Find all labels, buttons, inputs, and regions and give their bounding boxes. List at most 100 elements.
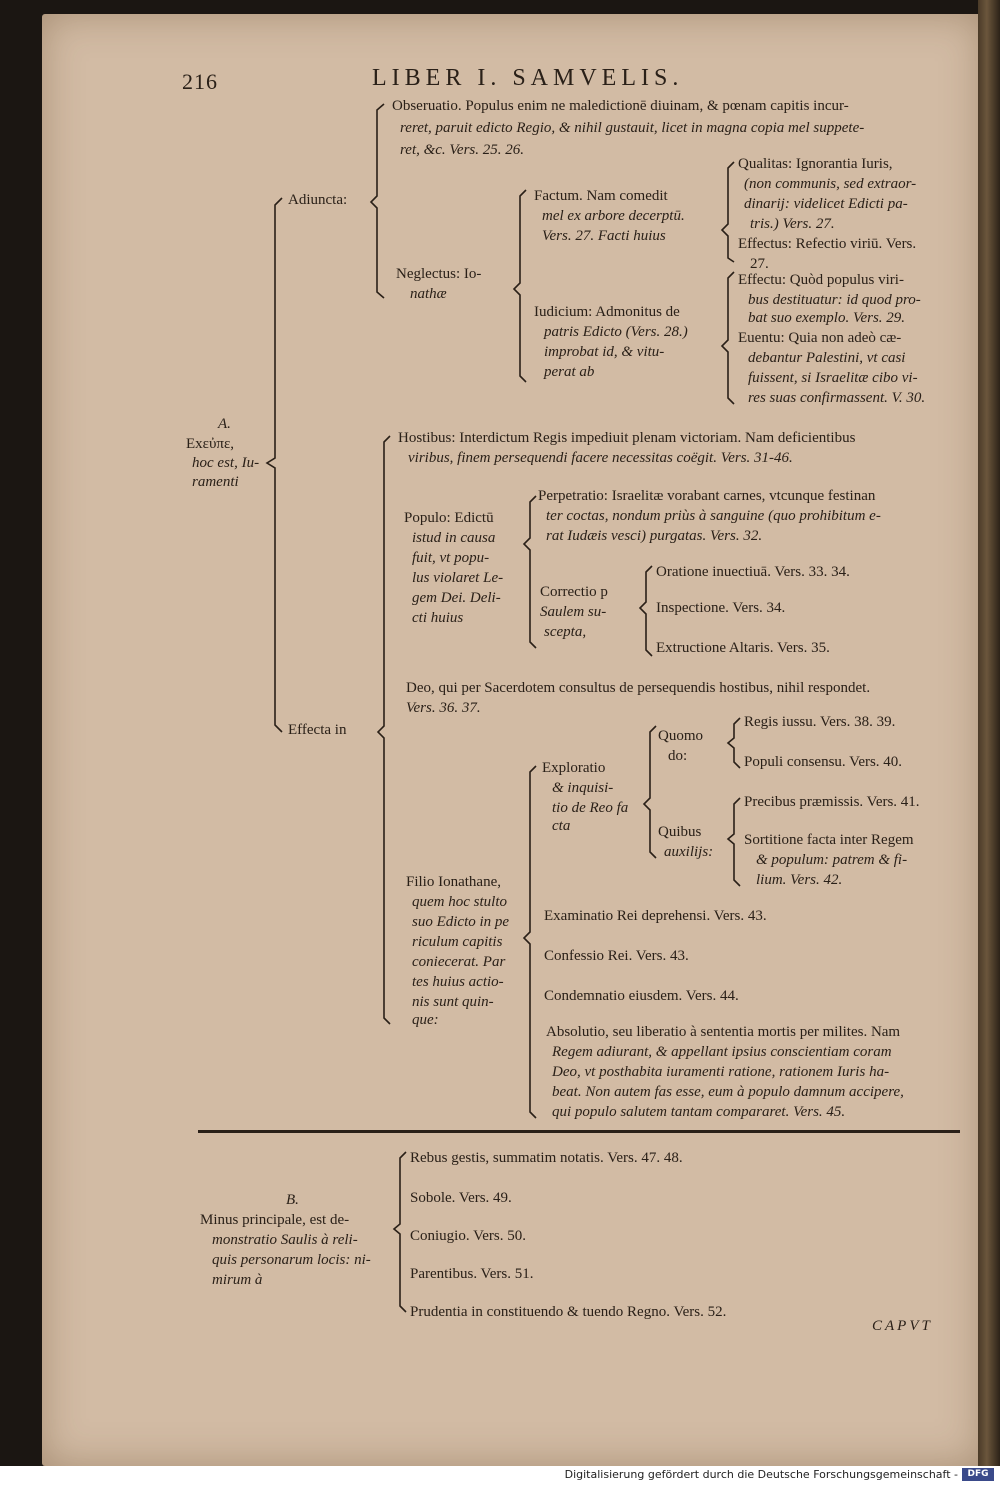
section-b-title-line2: monstratio Saulis à reli- <box>212 1232 358 1248</box>
catchword: CAPVT <box>872 1318 933 1334</box>
iudicium-line3: improbat id, & vitu- <box>544 344 665 360</box>
absolutio-line2: Regem adiurant, & appellant ipsius consc… <box>552 1044 892 1060</box>
absolutio-line3: Deo, vt posthabita iuramenti ratione, ra… <box>552 1064 890 1080</box>
effecta-label: Effecta in <box>288 722 347 738</box>
section-b-title-line4: mirum à <box>212 1272 263 1288</box>
perpetratio-line2: ter coctas, nondum priùs à sanguine (quo… <box>546 508 881 524</box>
filio-line1: Filio Ionathane, <box>406 874 501 890</box>
adiuncta-label: Adiuncta: <box>288 192 348 208</box>
effectu-line1: Effectu: Quòd populus viri- <box>738 272 904 288</box>
populo-line2: istud in causa <box>412 530 496 546</box>
iudicium-line2: patris Edicto (Vers. 28.) <box>544 324 688 340</box>
qualitas-line4: tris.) Vers. 27. <box>750 216 835 232</box>
coniugio: Coniugio. Vers. 50. <box>410 1228 526 1244</box>
filio-line4: riculum capitis <box>412 934 503 950</box>
extructione: Extructione Altaris. Vers. 35. <box>656 640 830 656</box>
digitization-footer: Digitalisierung gefördert durch die Deut… <box>0 1466 1000 1485</box>
section-b-title-line3: quis personarum locis: ni- <box>212 1252 371 1268</box>
qualitas-line3: dinarij: videlicet Edicti pa- <box>744 196 908 212</box>
euentu-line4: res suas confirmassent. V. 30. <box>748 390 926 406</box>
filio-line7: nis sunt quin- <box>412 994 494 1010</box>
factum-line2: mel ex arbore decerptū. <box>542 208 685 224</box>
euentu-line1: Euentu: Quia non adeò cæ- <box>738 330 902 346</box>
book-page <box>42 14 982 1466</box>
prudentia: Prudentia in constituendo & tuendo Regno… <box>410 1304 727 1320</box>
quibus-line2: auxilijs: <box>664 844 714 860</box>
obseruatio-line1: Obseruatio. Populus enim ne maledictionē… <box>392 98 849 114</box>
quibus-line1: Quibus <box>658 824 702 840</box>
section-a-title-line3: ramenti <box>192 474 239 490</box>
condemnatio: Condemnatio eiusdem. Vers. 44. <box>544 988 739 1004</box>
sortitione-line2: & populum: patrem & fi- <box>756 852 908 868</box>
populo-line3: fuit, vt popu- <box>412 550 490 566</box>
absolutio-line1: Absolutio, seu liberatio à sententia mor… <box>546 1024 901 1040</box>
sobole: Sobole. Vers. 49. <box>410 1190 512 1206</box>
iudicium-line4: perat ab <box>544 364 595 380</box>
parentibus: Parentibus. Vers. 51. <box>410 1266 534 1282</box>
effectu-line3: bat suo exemplo. Vers. 29. <box>748 310 906 326</box>
section-a-title-line1: Exεὐπε, <box>186 436 235 452</box>
correctio-line2: Saulem su- <box>540 604 607 620</box>
effectus-line1: Effectus: Refectio viriū. Vers. <box>738 236 917 252</box>
dfg-logo: DFG <box>962 1468 994 1481</box>
factum-line1: Factum. Nam comedit <box>534 188 668 204</box>
filio-line5: coniecerat. Par <box>412 954 506 970</box>
regis-iussu: Regis iussu. Vers. 38. 39. <box>744 714 896 730</box>
populi-consensu: Populi consensu. Vers. 40. <box>744 754 903 770</box>
precibus: Precibus præmissis. Vers. 41. <box>744 794 920 810</box>
deo-line1: Deo, qui per Sacerdotem consultus de per… <box>406 680 871 696</box>
filio-line3: suo Edicto in pe <box>412 914 510 930</box>
exploratio-line1: Exploratio <box>542 760 606 776</box>
deo-line2: Vers. 36. 37. <box>406 700 481 716</box>
filio-line8: que: <box>412 1012 439 1028</box>
euentu-line3: fuissent, si Israelitæ cibo vi- <box>748 370 918 386</box>
running-head: LIBER I. SAMVELIS. <box>372 65 684 91</box>
correctio-line3: scepta, <box>544 624 587 640</box>
hostibus-line2: viribus, finem persequendi facere necess… <box>408 450 793 466</box>
section-b-letter: B. <box>286 1192 299 1208</box>
sortitione-line3: lium. Vers. 42. <box>756 872 843 888</box>
exploratio-line2: & inquisi- <box>552 780 614 796</box>
book-binding <box>978 0 1000 1470</box>
effectu-line2: bus destituatur: id quod pro- <box>748 292 921 308</box>
perpetratio-line3: rat Iudæis vesci) purgatas. Vers. 32. <box>546 528 763 544</box>
examinatio: Examinatio Rei deprehensi. Vers. 43. <box>544 908 767 924</box>
exploratio-line4: cta <box>552 818 571 834</box>
euentu-line2: debantur Palestini, vt casi <box>748 350 906 366</box>
section-a-letter: A. <box>218 416 231 432</box>
obseruatio-line2: reret, paruit edicto Regio, & nihil gust… <box>400 120 865 136</box>
quomodo-line2: do: <box>668 748 688 764</box>
quomodo-line1: Quomo <box>658 728 703 744</box>
populo-line1: Populo: Edictū <box>404 510 494 526</box>
obseruatio-line3: ret, &c. Vers. 25. 26. <box>400 142 525 158</box>
sortitione-line1: Sortitione facta inter Regem <box>744 832 914 848</box>
absolutio-line4: beat. Non autem fas esse, eum à populo d… <box>552 1084 904 1100</box>
rebus-gestis: Rebus gestis, summatim notatis. Vers. 47… <box>410 1150 683 1166</box>
correctio-line1: Correctio p <box>540 584 608 600</box>
perpetratio-line1: Perpetratio: Israelitæ vorabant carnes, … <box>538 488 876 504</box>
effectus-line2: 27. <box>750 256 769 272</box>
absolutio-line5: qui populo salutem tantam compararet. Ve… <box>552 1104 846 1120</box>
factum-line3: Vers. 27. Facti huius <box>542 228 666 244</box>
footer-credit: Digitalisierung gefördert durch die Deut… <box>564 1468 958 1481</box>
page-number: 216 <box>182 69 218 94</box>
section-b-title-line1: Minus principale, est de- <box>200 1212 350 1228</box>
filio-line6: tes huius actio- <box>412 974 504 990</box>
populo-line5: gem Dei. Deli- <box>412 590 501 606</box>
filio-line2: quem hoc stulto <box>412 894 507 910</box>
qualitas-line2: (non communis, sed extraor- <box>744 176 917 192</box>
hostibus-line1: Hostibus: Interdictum Regis impediuit pl… <box>398 430 856 446</box>
section-divider-rule <box>198 1130 960 1133</box>
section-a-title-line2: hoc est, Iu- <box>192 455 260 471</box>
oratione: Oratione inuectiuā. Vers. 33. 34. <box>656 564 850 580</box>
confessio: Confessio Rei. Vers. 43. <box>544 948 689 964</box>
populo-line4: lus violaret Le- <box>412 570 504 586</box>
exploratio-line3: tio de Reo fa <box>552 800 629 816</box>
inspectione: Inspectione. Vers. 34. <box>656 600 786 616</box>
populo-line6: cti huius <box>412 610 464 626</box>
neglectus-line1: Neglectus: Io- <box>396 266 482 282</box>
qualitas-line1: Qualitas: Ignorantia Iuris, <box>738 156 893 172</box>
neglectus-line2: nathæ <box>410 286 447 302</box>
iudicium-line1: Iudicium: Admonitus de <box>534 304 680 320</box>
